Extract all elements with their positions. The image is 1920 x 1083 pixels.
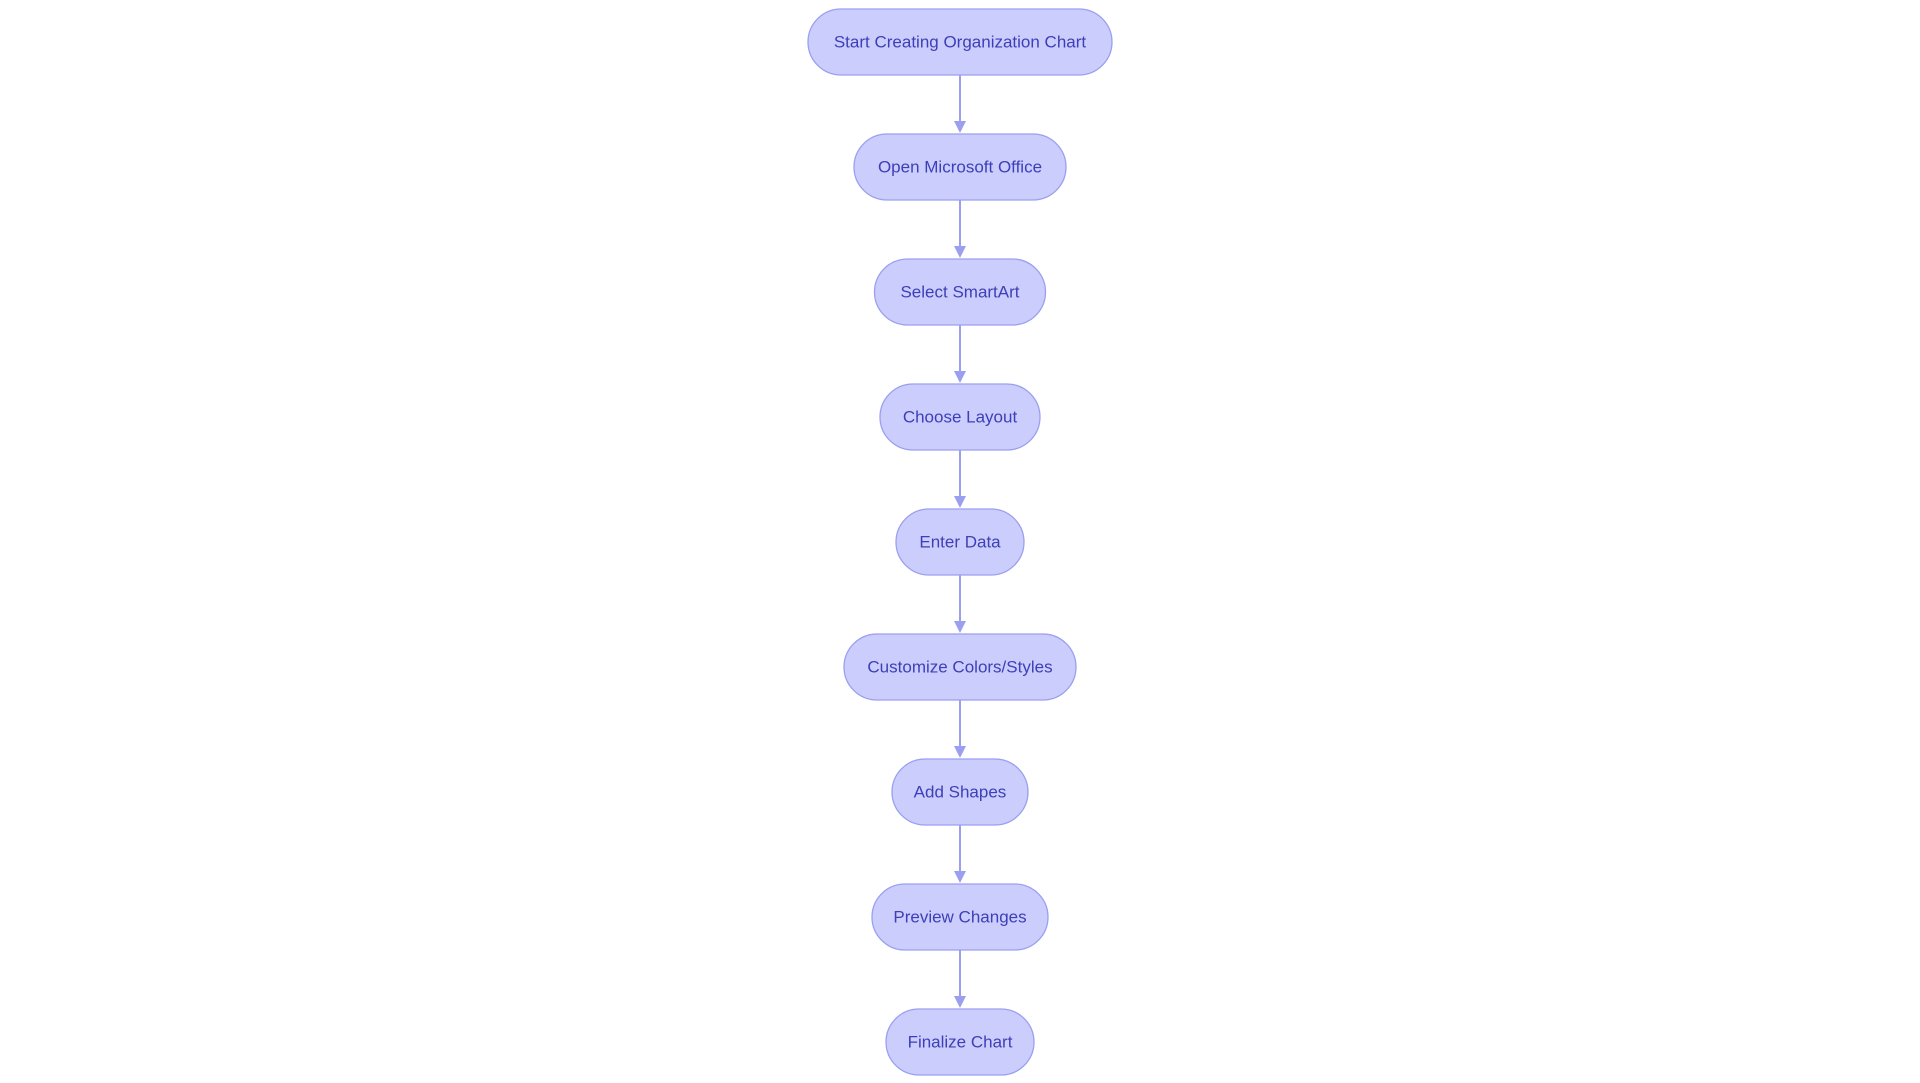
- flow-edge-shapes-to-preview: [954, 825, 966, 883]
- flow-node-label: Open Microsoft Office: [878, 158, 1042, 177]
- flow-node-shapes: Add Shapes: [891, 758, 1029, 826]
- arrowhead-icon: [954, 371, 966, 383]
- flow-edge-customize-to-shapes: [954, 700, 966, 758]
- flow-node-start: Start Creating Organization Chart: [807, 8, 1113, 76]
- arrowhead-icon: [954, 496, 966, 508]
- flow-node-shape: [879, 383, 1041, 451]
- flow-node-shape: [871, 883, 1049, 951]
- flow-node-label: Add Shapes: [914, 783, 1007, 802]
- flow-node-shape: [807, 8, 1113, 76]
- flow-node-shape: [843, 633, 1077, 701]
- arrowhead-icon: [954, 996, 966, 1008]
- flow-edge-enter-to-customize: [954, 575, 966, 633]
- flow-node-finalize: Finalize Chart: [885, 1008, 1035, 1076]
- arrowhead-icon: [954, 871, 966, 883]
- flow-node-label: Customize Colors/Styles: [867, 658, 1052, 677]
- flow-edge-open-to-select: [954, 200, 966, 258]
- edges-layer: [954, 75, 966, 1008]
- flow-edge-layout-to-enter: [954, 450, 966, 508]
- arrowhead-icon: [954, 621, 966, 633]
- flow-node-shape: [873, 258, 1047, 326]
- flow-node-select: Select SmartArt: [873, 258, 1047, 326]
- flow-node-label: Choose Layout: [903, 408, 1018, 427]
- flow-node-enter: Enter Data: [895, 508, 1025, 576]
- flow-node-label: Finalize Chart: [908, 1033, 1013, 1052]
- flow-node-preview: Preview Changes: [871, 883, 1049, 951]
- arrowhead-icon: [954, 746, 966, 758]
- flow-node-shape: [885, 1008, 1035, 1076]
- flow-node-shape: [853, 133, 1067, 201]
- flow-node-shape: [891, 758, 1029, 826]
- flow-node-label: Enter Data: [919, 533, 1001, 552]
- flow-edge-start-to-open: [954, 75, 966, 133]
- flow-node-label: Start Creating Organization Chart: [834, 33, 1087, 52]
- flow-node-label: Preview Changes: [893, 908, 1026, 927]
- flow-edge-preview-to-finalize: [954, 950, 966, 1008]
- flow-node-label: Select SmartArt: [900, 283, 1019, 302]
- arrowhead-icon: [954, 246, 966, 258]
- flow-node-layout: Choose Layout: [879, 383, 1041, 451]
- flow-node-open: Open Microsoft Office: [853, 133, 1067, 201]
- flow-node-customize: Customize Colors/Styles: [843, 633, 1077, 701]
- flow-edge-select-to-layout: [954, 325, 966, 383]
- flow-node-shape: [895, 508, 1025, 576]
- arrowhead-icon: [954, 121, 966, 133]
